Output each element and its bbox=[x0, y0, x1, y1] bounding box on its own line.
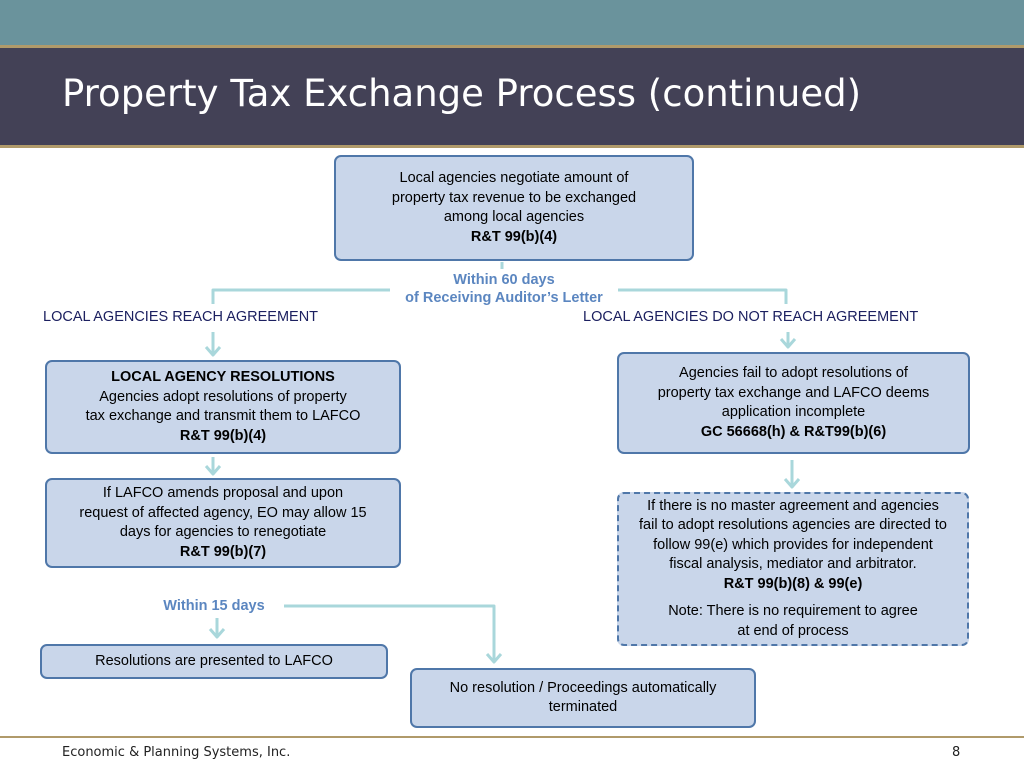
fail-box: Agencies fail to adopt resolutions of pr… bbox=[617, 352, 970, 454]
arrow-left-2 bbox=[204, 457, 222, 476]
master-line-2: fail to adopt resolutions agencies are d… bbox=[639, 517, 947, 534]
top-band bbox=[0, 0, 1024, 45]
presented-box: Resolutions are presented to LAFCO bbox=[40, 644, 388, 679]
amend-box: If LAFCO amends proposal and upon reques… bbox=[45, 478, 401, 568]
fail-line-1: Agencies fail to adopt resolutions of bbox=[679, 365, 908, 381]
footer-company: Economic & Planning Systems, Inc. bbox=[62, 745, 291, 760]
fail-line-3: application incomplete bbox=[721, 404, 866, 420]
arrow-right-2 bbox=[783, 460, 801, 489]
master-line-1: If there is no master agreement and agen… bbox=[647, 497, 939, 514]
right-branch-line bbox=[618, 288, 788, 304]
fifteen-days-label: Within 15 days bbox=[163, 598, 265, 614]
master-line-4: fiscal analysis, mediator and arbitrator… bbox=[669, 556, 917, 573]
slide-title: Property Tax Exchange Process (continued… bbox=[62, 72, 862, 115]
master-note-line-2: at end of process bbox=[737, 622, 849, 639]
master-code: R&T 99(b)(8) & 99(e) bbox=[723, 575, 863, 592]
negotiate-code: R&T 99(b)(4) bbox=[470, 228, 558, 245]
resolutions-line-2: tax exchange and transmit them to LAFCO bbox=[85, 408, 361, 424]
fail-line-2: property tax exchange and LAFCO deems bbox=[657, 384, 930, 401]
amend-line-3: days for agencies to renegotiate bbox=[119, 524, 327, 540]
negotiate-line-2: property tax revenue to be exchanged bbox=[391, 189, 637, 206]
sixty-days-line-2: of Receiving Auditor’s Letter bbox=[405, 290, 603, 306]
resolutions-box: LOCAL AGENCY RESOLUTIONS Agencies adopt … bbox=[45, 360, 401, 454]
terminated-box: No resolution / Proceedings automaticall… bbox=[410, 668, 756, 728]
no-agreement-label: LOCAL AGENCIES DO NOT REACH AGREEMENT bbox=[583, 309, 919, 325]
page-number: 8 bbox=[952, 745, 961, 760]
fail-code: GC 56668(h) & R&T99(b)(6) bbox=[700, 423, 887, 440]
title-accent-line bbox=[0, 145, 1024, 148]
footer-line bbox=[0, 736, 1024, 738]
master-agreement-box: If there is no master agreement and agen… bbox=[617, 492, 969, 646]
negotiate-line-3: among local agencies bbox=[443, 209, 585, 225]
arrow-left-1 bbox=[204, 332, 222, 357]
terminated-line-1: No resolution / Proceedings automaticall… bbox=[449, 679, 717, 696]
amend-code: R&T 99(b)(7) bbox=[179, 543, 267, 560]
terminated-line-2: terminated bbox=[548, 699, 618, 715]
resolutions-line-1: Agencies adopt resolutions of property bbox=[99, 388, 347, 405]
sixty-days-line-1: Within 60 days bbox=[453, 272, 555, 288]
amend-line-2: request of affected agency, EO may allow… bbox=[79, 504, 367, 521]
master-line-3: follow 99(e) which provides for independ… bbox=[653, 536, 933, 553]
left-branch-line bbox=[211, 288, 390, 304]
arrow-right-1 bbox=[779, 332, 797, 349]
resolutions-code: R&T 99(b)(4) bbox=[179, 427, 267, 444]
arrow-left-3 bbox=[208, 618, 226, 639]
terminated-path-line bbox=[284, 604, 503, 664]
presented-text: Resolutions are presented to LAFCO bbox=[95, 652, 333, 669]
top-accent-line bbox=[0, 45, 1024, 48]
reach-agreement-label: LOCAL AGENCIES REACH AGREEMENT bbox=[43, 309, 319, 325]
master-note-line-1: Note: There is no requirement to agree bbox=[668, 603, 918, 620]
title-bar: Property Tax Exchange Process (continued… bbox=[0, 48, 1024, 145]
resolutions-heading: LOCAL AGENCY RESOLUTIONS bbox=[111, 369, 335, 385]
negotiate-box: Local agencies negotiate amount of prope… bbox=[334, 155, 694, 261]
sixty-days-label: Within 60 days of Receiving Auditor’s Le… bbox=[390, 271, 618, 307]
negotiate-line-1: Local agencies negotiate amount of bbox=[399, 170, 629, 186]
amend-line-1: If LAFCO amends proposal and upon bbox=[102, 485, 344, 501]
